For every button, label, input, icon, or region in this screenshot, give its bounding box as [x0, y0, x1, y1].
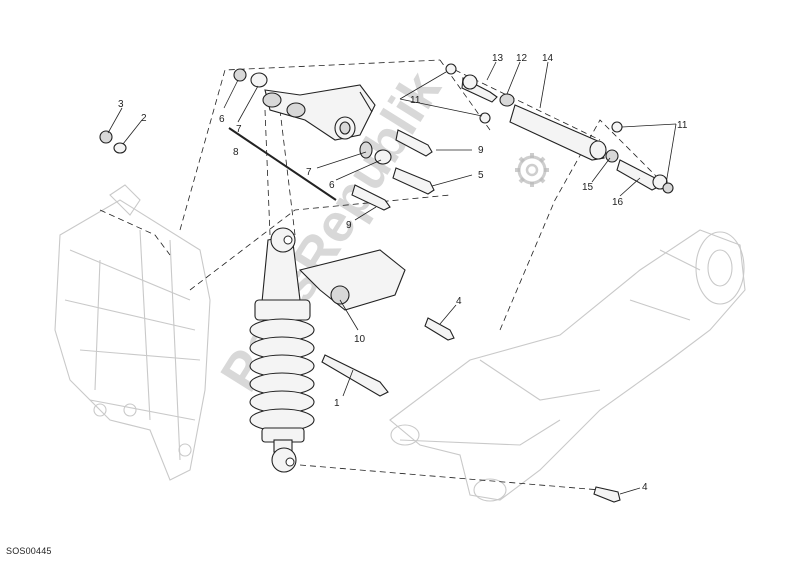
callout-4: 4: [456, 296, 462, 307]
callout-6: 6: [219, 114, 225, 125]
callout-11b: 11: [677, 120, 688, 131]
callout-8: 8: [233, 147, 239, 158]
callout-11: 11: [410, 95, 421, 106]
tie-rod-assembly: [445, 63, 674, 194]
rocker-linkage: [262, 84, 376, 141]
callout-16: 16: [612, 197, 624, 208]
gear-icon: [515, 153, 549, 187]
callout-2: 2: [141, 113, 147, 124]
callout-7b: 7: [306, 167, 312, 178]
callout-10: 10: [354, 334, 366, 345]
leader-lines: [107, 61, 677, 495]
callout-13: 13: [492, 53, 504, 64]
swingarm-outline: [389, 229, 746, 502]
callout-9: 9: [478, 145, 484, 156]
callout-15: 15: [582, 182, 594, 193]
callout-14: 14: [542, 53, 554, 64]
diagram-code: SOS00445: [6, 546, 52, 556]
frame-outline: [54, 184, 211, 481]
bolts: [321, 129, 621, 503]
callout-6b: 6: [329, 180, 335, 191]
callout-7: 7: [236, 124, 242, 135]
callout-3: 3: [118, 99, 124, 110]
shock-absorber: [249, 227, 406, 473]
callout-9b: 9: [346, 220, 352, 231]
callout-12: 12: [516, 53, 528, 64]
callout-4b: 4: [642, 482, 648, 493]
callout-5: 5: [478, 170, 484, 181]
callout-1: 1: [334, 398, 340, 409]
callout-labels: 3 2 6 7 8 7 6 9 9 5 11 13 12 14 11 15 16…: [118, 53, 688, 493]
